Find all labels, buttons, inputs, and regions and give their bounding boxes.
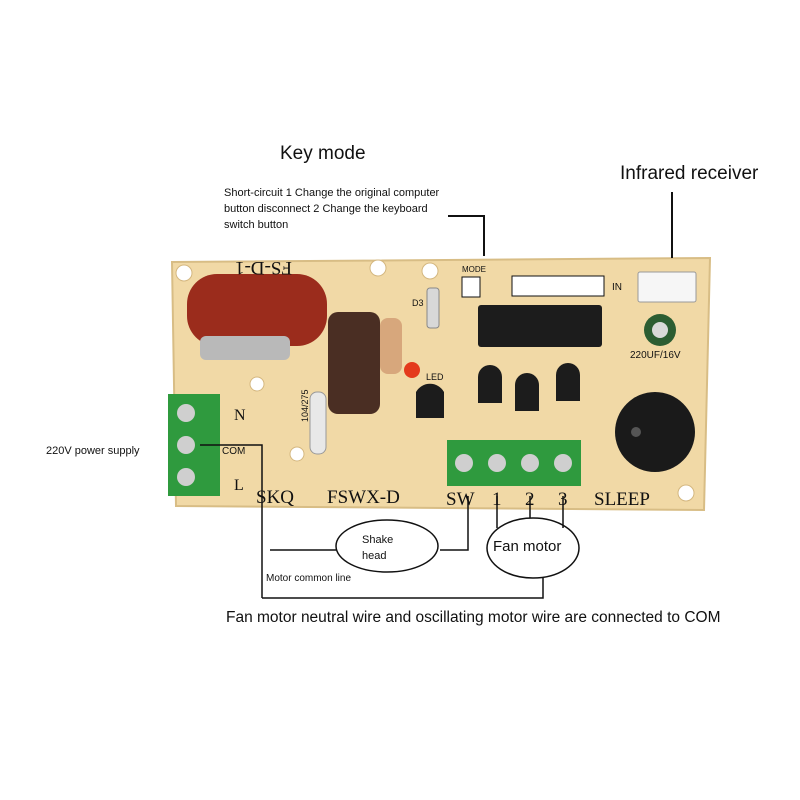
ic-chip (478, 305, 602, 347)
shake-head-ellipse (335, 519, 439, 573)
capacitor-box (187, 274, 327, 346)
mount-hole (289, 446, 305, 462)
board-label-l: L (234, 477, 244, 494)
board-label-cap: 220UF/16V (630, 350, 681, 361)
diode (426, 287, 440, 329)
board-label-3: 3 (558, 489, 568, 510)
key-mode-title: Key mode (280, 143, 366, 164)
common-line (262, 578, 544, 599)
mount-hole (175, 264, 193, 282)
shake-wire-right (440, 496, 469, 551)
ir-connector (637, 271, 697, 303)
board-label-2: 2 (525, 489, 535, 510)
led (404, 362, 420, 378)
board-label-sw: SW (446, 489, 475, 510)
transistor (416, 383, 444, 418)
header-pins (511, 275, 605, 297)
transistor (478, 365, 502, 403)
key-mode-description: Short-circuit 1 Change the original comp… (224, 187, 440, 231)
board-label-mode: MODE (462, 265, 486, 274)
bottom-caption: Fan motor neutral wire and oscillating m… (226, 609, 721, 626)
board-label-104: 104/275 (300, 389, 310, 422)
buzzer (615, 392, 695, 472)
board-label-com: COM (222, 446, 245, 457)
fan-motor-ellipse (486, 517, 580, 579)
board-label-d3: D3 (412, 298, 424, 308)
header-pins (461, 276, 481, 298)
board-label-1: 1 (492, 489, 502, 510)
board-label-skq: SKQ (256, 487, 294, 508)
board-model-top: FS-D-1 (235, 257, 292, 278)
board-label-in: IN (612, 282, 622, 293)
mount-hole (677, 484, 695, 502)
board-label-sleep: SLEEP (594, 489, 650, 510)
electrolytic-capacitor (328, 312, 380, 414)
transistor (515, 373, 539, 411)
fuse (309, 391, 327, 455)
mount-hole (421, 262, 439, 280)
key-mode-leader (448, 215, 485, 256)
power-supply-label: 220V power supply (46, 445, 140, 457)
infrared-receiver-label: Infrared receiver (620, 163, 759, 184)
board-label-led: LED (426, 372, 444, 382)
board-label-fswx: FSWX-D (327, 487, 400, 508)
mount-hole (249, 376, 265, 392)
com-wire (200, 444, 263, 598)
fan-motor-label: Fan motor (493, 538, 562, 555)
transistor (556, 363, 580, 401)
motor-common-line-label: Motor common line (266, 573, 352, 584)
mount-hole (369, 259, 387, 277)
shake-head-label: Shake head (362, 534, 394, 562)
board-label-n: N (234, 407, 246, 424)
